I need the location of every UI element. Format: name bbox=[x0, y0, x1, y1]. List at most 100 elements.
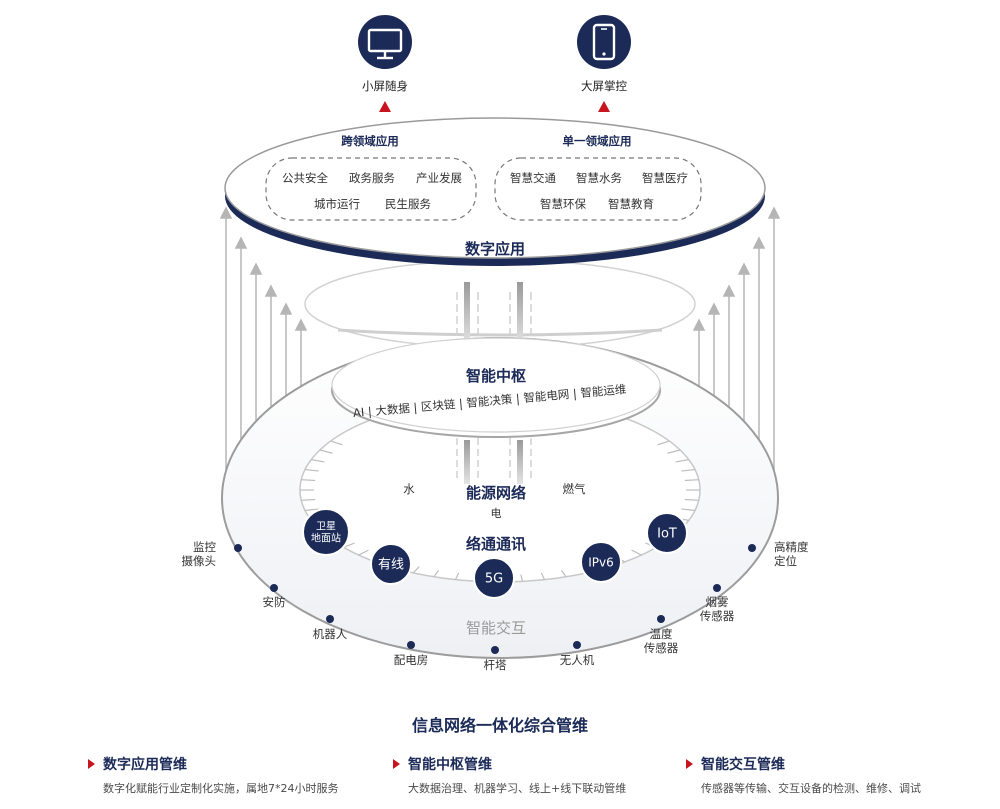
pillars bbox=[456, 282, 532, 484]
device-label: 小屏随身 bbox=[362, 79, 408, 93]
tick-mark bbox=[681, 508, 696, 512]
cross-domain-title: 跨领域应用 bbox=[341, 134, 399, 148]
device-label: 杆塔 bbox=[484, 658, 507, 672]
cross-item: 城市运行 bbox=[314, 197, 360, 211]
interaction-device: 配电房 bbox=[394, 641, 429, 667]
device-dot bbox=[748, 544, 756, 552]
legend-title: 数字应用管维 bbox=[103, 757, 187, 773]
device-dot bbox=[713, 584, 721, 592]
legend-digital-app: 数字应用管维 数字化赋能行业定制化实施，属地7*24小时服务 bbox=[88, 754, 339, 796]
tick-mark bbox=[540, 572, 546, 580]
legend-desc: 传感器等传输、交互设备的检测、维修、调试 bbox=[701, 782, 921, 795]
comm-node-circle bbox=[646, 512, 688, 554]
tick-mark bbox=[631, 549, 642, 556]
single-domain-title: 单一领域应用 bbox=[563, 134, 632, 148]
comm-title: 络通通讯 bbox=[466, 535, 526, 553]
ghost-ring bbox=[304, 259, 696, 349]
interaction-devices: 监控摄像头安防机器人配电房杆塔无人机温度传感器烟雾传感器高精度定位 bbox=[182, 540, 809, 672]
device-label: 机器人 bbox=[313, 627, 348, 641]
comm-node-circle bbox=[302, 508, 350, 556]
hub-title: 智能中枢 bbox=[466, 367, 526, 385]
device-label: 传感器 bbox=[700, 609, 735, 623]
device-monitor: 小屏随身 bbox=[358, 15, 412, 112]
tick-mark bbox=[657, 440, 670, 446]
comm-node: 有线 bbox=[370, 543, 412, 585]
device-dot bbox=[270, 584, 278, 592]
tick-mark bbox=[520, 574, 523, 582]
cross-item: 公共安全 bbox=[282, 171, 328, 185]
footer-title: 信息网络一体化综合管维 bbox=[411, 716, 588, 735]
tick-mark bbox=[304, 468, 319, 472]
tick-mark bbox=[358, 549, 369, 556]
energy-gas: 燃气 bbox=[563, 482, 586, 496]
energy-title: 能源网络 bbox=[466, 484, 526, 502]
interaction-title: 智能交互 bbox=[466, 619, 526, 637]
tick-mark bbox=[412, 566, 420, 574]
device-dot bbox=[491, 646, 499, 654]
device-label: 大屏掌控 bbox=[581, 79, 627, 93]
device-phone: 大屏掌控 bbox=[577, 15, 631, 112]
tick-mark bbox=[560, 569, 567, 578]
red-triangle bbox=[598, 101, 610, 112]
red-arrow-icon bbox=[88, 759, 95, 769]
device-label: 监控 bbox=[193, 540, 216, 554]
single-item: 智慧水务 bbox=[576, 171, 622, 185]
comm-node-circle bbox=[370, 543, 412, 585]
energy-power: 电 bbox=[491, 507, 502, 520]
device-label: 高精度 bbox=[774, 540, 809, 554]
cross-item: 产业发展 bbox=[416, 171, 462, 185]
tick-mark bbox=[319, 449, 333, 454]
comm-node: 5G bbox=[473, 557, 515, 599]
cross-item: 政务服务 bbox=[349, 171, 395, 185]
red-triangle bbox=[379, 101, 391, 112]
legend-title: 智能交互管维 bbox=[701, 757, 785, 773]
comm-node-label: 5G bbox=[485, 572, 503, 587]
device-label: 配电房 bbox=[394, 653, 429, 667]
comm-node-label: IoT bbox=[657, 527, 677, 542]
device-label: 温度 bbox=[650, 627, 673, 641]
single-item: 智慧教育 bbox=[608, 197, 654, 211]
smartphone-icon bbox=[592, 23, 616, 61]
monitor-icon bbox=[367, 28, 403, 60]
legend-desc: 大数据治理、机器学习、线上+线下联动管维 bbox=[408, 782, 627, 795]
tick-mark bbox=[667, 449, 681, 454]
comm-node-label: 地面站 bbox=[311, 532, 341, 545]
device-dot bbox=[407, 641, 415, 649]
interaction-device: 无人机 bbox=[560, 641, 595, 667]
tick-mark bbox=[301, 479, 316, 482]
tick-mark bbox=[311, 459, 325, 463]
comm-node-circle bbox=[580, 541, 622, 583]
red-arrow-icon bbox=[393, 759, 400, 769]
comm-node-label: 卫星 bbox=[316, 521, 336, 533]
intelligence-hub-disc: 智能中枢 AI | 大数据 | 区块链 | 智能决策 | 智能电网 | 智能运维 bbox=[331, 337, 661, 438]
energy-water: 水 bbox=[403, 482, 415, 496]
tick-mark bbox=[343, 542, 355, 548]
comm-node: IoT bbox=[646, 512, 688, 554]
device-dot bbox=[657, 615, 665, 623]
tick-mark bbox=[675, 459, 689, 463]
single-item: 智慧医疗 bbox=[642, 171, 688, 185]
tick-mark bbox=[433, 569, 440, 578]
legend-hub: 智能中枢管维 大数据治理、机器学习、线上+线下联动管维 bbox=[393, 754, 626, 796]
comm-node: IPv6 bbox=[580, 541, 622, 583]
device-label: 安防 bbox=[263, 595, 286, 609]
device-label: 烟雾 bbox=[706, 595, 729, 609]
device-label: 定位 bbox=[774, 554, 797, 568]
single-item: 智慧交通 bbox=[510, 171, 556, 185]
legend-title: 智能中枢管维 bbox=[408, 757, 492, 773]
tick-mark bbox=[330, 440, 343, 446]
single-item: 智慧环保 bbox=[540, 197, 586, 211]
interaction-device: 机器人 bbox=[313, 615, 348, 641]
tick-mark bbox=[684, 498, 699, 501]
cross-item: 民生服务 bbox=[385, 197, 431, 211]
interaction-device: 安防 bbox=[263, 584, 286, 609]
device-dot bbox=[234, 544, 242, 552]
device-dot bbox=[573, 641, 581, 649]
device-label: 传感器 bbox=[644, 641, 679, 655]
